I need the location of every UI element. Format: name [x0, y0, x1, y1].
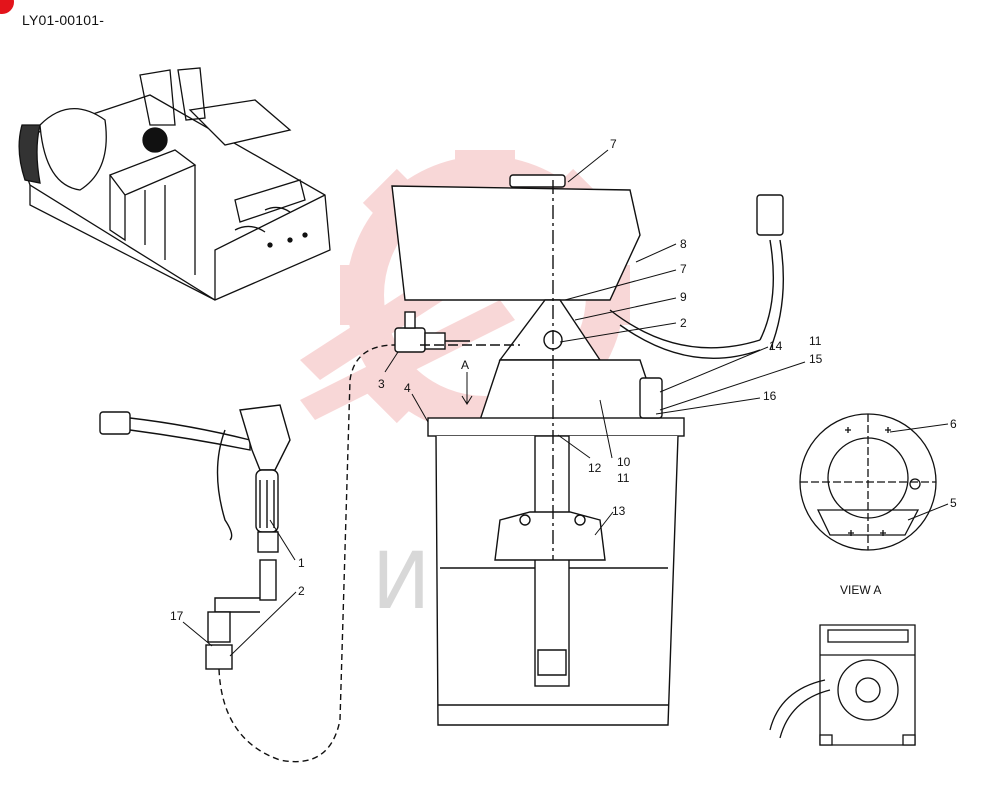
callout-4: 4 — [404, 381, 411, 395]
callout-7a: 7 — [610, 137, 617, 151]
callout-13: 13 — [612, 504, 626, 518]
callout-5: 5 — [950, 496, 957, 510]
callout-7b: 7 — [680, 262, 687, 276]
callout-10: 10 — [617, 455, 631, 469]
callout-17: 17 — [170, 609, 184, 623]
callout-11a: 11 — [809, 334, 822, 348]
callout-11b: 11 — [617, 471, 630, 485]
callout-1: 1 — [298, 556, 305, 570]
valve-assembly — [394, 311, 470, 353]
callout-14: 14 — [769, 339, 783, 353]
callout-12: 12 — [588, 461, 602, 475]
machine-overview — [18, 67, 331, 301]
view-a-caption: VIEW A — [840, 583, 881, 597]
callout-2a: 2 — [680, 316, 687, 330]
view-a-top-view — [799, 413, 937, 551]
pump-assembly — [391, 174, 785, 726]
callout-2b: 2 — [298, 584, 305, 598]
callout-9: 9 — [680, 290, 687, 304]
arrow-label-a: A — [461, 358, 469, 372]
callout-3: 3 — [378, 377, 385, 391]
callout-8: 8 — [680, 237, 687, 251]
leader-lines — [182, 149, 949, 657]
callout-labels: 7 8 7 9 2 3 4 A 11 14 15 16 12 10 11 13 … — [170, 137, 957, 623]
callout-16: 16 — [763, 389, 777, 403]
grease-gun — [99, 344, 396, 763]
view-a-side-detail — [769, 624, 916, 746]
document-id: LY01-00101- — [22, 12, 105, 28]
callout-15: 15 — [809, 352, 823, 366]
callout-6: 6 — [950, 417, 957, 431]
